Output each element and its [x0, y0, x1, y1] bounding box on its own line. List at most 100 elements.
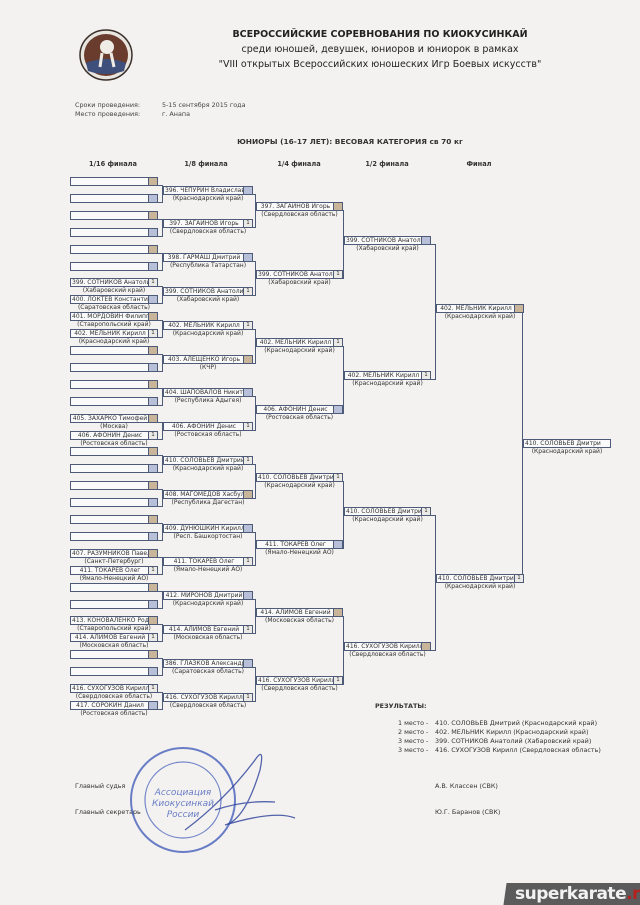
title-line-2: среди юношей, девушек, юниоров и юниорок…	[241, 44, 519, 55]
competitor-region: (Краснодарский край)	[172, 195, 244, 202]
result-competitor: 416. СУХОГУЗОВ Кирилл (Свердловская обла…	[435, 746, 601, 754]
title-line-3: "VIII открытых Всероссийских юношеских И…	[218, 59, 542, 70]
bracket-connector	[253, 329, 256, 364]
competitor-region: (Краснодарский край)	[78, 338, 150, 345]
competitor-slot	[70, 650, 158, 659]
competitor-name: 414. АЛИМОВ Евгений	[74, 634, 146, 641]
score-cell	[148, 212, 157, 219]
score-cell	[148, 296, 157, 303]
competitor-slot: 407. РАЗУМНИКОВ Павел	[70, 549, 158, 558]
bracket-connector	[158, 591, 163, 609]
bracket-connector	[158, 422, 163, 440]
bracket-connector	[158, 489, 163, 507]
competitor-slot	[70, 481, 158, 490]
bracket-connector	[253, 464, 256, 499]
score-cell: 1	[148, 432, 157, 439]
score-cell	[148, 516, 157, 523]
competitor-region: (Краснодарский край)	[172, 600, 244, 607]
competitor-slot	[70, 397, 158, 406]
svg-text:Ассоциация: Ассоциация	[154, 788, 212, 798]
competitor-slot: 406. АФОНИН Денис	[256, 405, 343, 414]
competitor-name: 411. ТОКАРЕВ Олег	[79, 567, 141, 574]
competitor-region: (Краснодарский край)	[264, 347, 335, 354]
score-cell	[243, 491, 252, 498]
competitor-region: (Республика Дагестан)	[171, 499, 245, 506]
competitor-slot	[70, 515, 158, 524]
competitor-slot: 386. ГЛАЗКОВ Александр	[163, 659, 253, 668]
bracket-connector	[158, 523, 163, 541]
score-cell	[148, 584, 157, 591]
category-title: ЮНИОРЫ (16-17 ЛЕТ): ВЕСОВАЯ КАТЕГОРИЯ св…	[237, 137, 463, 146]
score-cell	[148, 195, 157, 202]
competitor-region: (Республика Татарстан)	[169, 262, 247, 269]
competitor-slot: 401. МОРДОВИН Филипп	[70, 312, 158, 321]
competitor-name: 413. КОНОВАЛЕНКО Родион	[72, 617, 148, 624]
competitor-region: (Московская область)	[265, 617, 334, 624]
bracket-connector	[253, 261, 256, 296]
judge-label: Главный судья	[75, 782, 126, 790]
score-cell: 1	[421, 372, 430, 379]
competitor-slot: 408. МАГОМЕДОВ Хасбулла	[163, 490, 253, 499]
competitor-slot: 403. АЛЕЩЕНКО Игорь	[163, 355, 253, 364]
competitor-region: (Свердловская область)	[261, 211, 338, 218]
score-cell: 1	[243, 322, 252, 329]
score-cell	[243, 356, 252, 363]
score-cell	[148, 313, 157, 320]
secretary-name: Ю.Г. Баранов (СВК)	[435, 808, 501, 816]
competitor-name: 410. СОЛОВЬЕВ Дмитрий	[438, 575, 514, 582]
competitor-name: 405. ЗАХАРКО Тимофей	[72, 415, 148, 422]
bracket-connector	[253, 194, 256, 228]
competitor-slot	[70, 600, 158, 609]
competitor-slot	[70, 346, 158, 355]
svg-text:Киокусинкай: Киокусинкай	[152, 799, 214, 809]
score-cell	[148, 246, 157, 253]
result-competitor: 410. СОЛОВЬЕВ Дмитрий (Краснодарский кра…	[435, 719, 598, 727]
competitor-name: 400. ЛОКТЕВ Константин	[72, 296, 148, 303]
competitor-region: (Хабаровский край)	[356, 245, 419, 252]
bracket-connector	[431, 515, 436, 651]
competitor-region: (Московская область)	[173, 634, 243, 641]
column-header-quarterfinal: 1/4 финала	[277, 160, 321, 168]
competitor-slot: 411. ТОКАРЕВ Олег	[256, 540, 343, 549]
svg-text:России: России	[167, 810, 200, 820]
competitor-name: 408. МАГОМЕДОВ Хасбулла	[165, 491, 243, 498]
score-cell	[148, 229, 157, 236]
competitor-name: 414. АЛИМОВ Евгений	[168, 626, 240, 633]
judge-name: А.В. Классен (СВК)	[435, 782, 498, 790]
competitor-region: (Ростовская область)	[265, 414, 334, 421]
competitor-name: 402. МЕЛЬНИК Кирилл	[440, 305, 512, 312]
results-title: РЕЗУЛЬТАТЫ:	[375, 702, 427, 710]
bracket-connector	[158, 624, 163, 642]
competitor-region: (Саратовская область)	[77, 304, 151, 311]
competitor-slot	[70, 447, 158, 456]
competitor-name: 402. МЕЛЬНИК Кирилл	[259, 339, 332, 346]
competitor-region: (Свердловская область)	[75, 693, 153, 700]
score-cell	[148, 448, 157, 455]
bracket-connector	[253, 667, 256, 702]
column-header-final: Финал	[466, 160, 492, 168]
bracket-connector	[158, 286, 163, 304]
competitor-slot: 404. ШАПОВАЛОВ Никита	[163, 388, 253, 397]
score-cell	[148, 668, 157, 675]
competitor-slot	[70, 498, 158, 507]
place-label: Место проведения:	[75, 110, 141, 118]
competitor-slot	[70, 583, 158, 592]
competitor-slot	[70, 177, 158, 186]
score-cell: 1	[514, 575, 523, 582]
bracket-connector	[158, 354, 163, 372]
competitor-name: 402. МЕЛЬНИК Кирилл	[347, 372, 420, 379]
competitor-name: 397. ЗАГАЙНОВ Игорь	[169, 220, 239, 227]
score-cell	[148, 398, 157, 405]
score-cell: 1	[148, 330, 157, 337]
bracket-connector	[253, 396, 256, 431]
competitor-region: (Свердловская область)	[169, 702, 247, 709]
score-cell	[243, 592, 252, 599]
competitor-name: 396. ЧЕПУРИН Владислав	[165, 187, 243, 194]
score-cell	[514, 305, 523, 312]
